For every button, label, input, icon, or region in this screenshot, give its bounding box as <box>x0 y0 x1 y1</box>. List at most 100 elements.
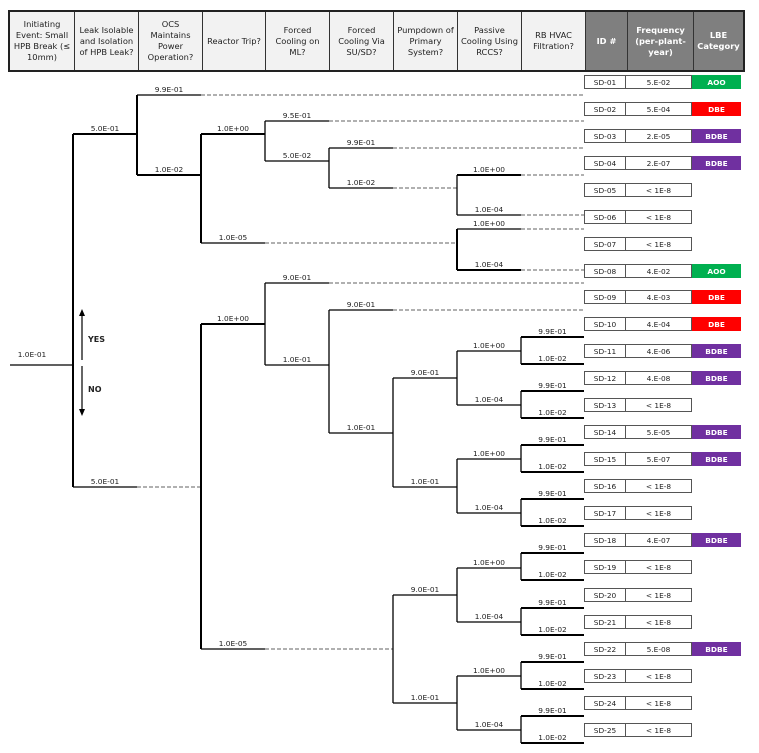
lbe-category-badge: DBE <box>692 102 741 116</box>
sequence-frequency: < 1E-8 <box>626 588 692 602</box>
header-column: Passive Cooling Using RCCS? <box>458 12 522 70</box>
lbe-category-badge: BDBE <box>692 371 741 385</box>
sequence-frequency: < 1E-8 <box>626 615 692 629</box>
header-column: Pumpdown of Primary System? <box>394 12 458 70</box>
sequence-id: SD-02 <box>584 102 626 116</box>
sequence-frequency: < 1E-8 <box>626 560 692 574</box>
branch-probability: 1.0E-02 <box>538 462 567 471</box>
header-column: Frequency (per-plant-year) <box>628 12 694 70</box>
sequence-id: SD-17 <box>584 506 626 520</box>
header-column: RB HVAC Filtration? <box>522 12 586 70</box>
sequence-id: SD-14 <box>584 425 626 439</box>
branch-probability: 1.0E-02 <box>155 165 184 174</box>
arrow-down-icon <box>79 409 85 416</box>
branch-probability: 1.0E-04 <box>475 205 504 214</box>
branch-probability: 1.0E-04 <box>475 612 504 621</box>
lbe-category-badge: BDBE <box>692 156 741 170</box>
header-column: OCS Maintains Power Operation? <box>139 12 203 70</box>
branch-probability: 9.5E-01 <box>283 111 312 120</box>
branch-probability: 1.0E-05 <box>219 233 248 242</box>
sequence-id: SD-10 <box>584 317 626 331</box>
branch-probability: 5.0E-01 <box>91 124 120 133</box>
event-tree-header: Initiating Event: Small HPB Break (≤ 10m… <box>8 10 745 72</box>
sequence-frequency: 4.E-04 <box>626 317 692 331</box>
branch-probability: 1.0E-01 <box>283 355 312 364</box>
sequence-id: SD-18 <box>584 533 626 547</box>
sequence-id: SD-01 <box>584 75 626 89</box>
sequence-id: SD-22 <box>584 642 626 656</box>
sequence-frequency: < 1E-8 <box>626 479 692 493</box>
branch-probability: 9.0E-01 <box>283 273 312 282</box>
lbe-category-badge: DBE <box>692 290 741 304</box>
header-column: Forced Cooling Via SU/SD? <box>330 12 394 70</box>
branch-probability: 9.9E-01 <box>538 435 567 444</box>
header-column: Reactor Trip? <box>203 12 266 70</box>
sequence-frequency: 2.E-05 <box>626 129 692 143</box>
branch-probability: 9.9E-01 <box>538 598 567 607</box>
branch-probability: 1.0E-01 <box>411 477 440 486</box>
header-column: ID # <box>586 12 628 70</box>
sequence-row: SD-23< 1E-8 <box>584 669 692 683</box>
branch-probability: 9.0E-01 <box>411 585 440 594</box>
lbe-category-badge: AOO <box>692 75 741 89</box>
lbe-category-badge: BDBE <box>692 425 741 439</box>
branch-probability: 1.0E+00 <box>473 219 505 228</box>
header-column: LBE Category <box>694 12 743 70</box>
sequence-id: SD-04 <box>584 156 626 170</box>
branch-probability: 1.0E-04 <box>475 503 504 512</box>
branch-probability: 1.0E-02 <box>538 733 567 742</box>
initiating-frequency: 1.0E-01 <box>18 350 47 359</box>
arrow-up-icon <box>79 309 85 316</box>
branch-probability: 9.9E-01 <box>155 85 184 94</box>
branch-probability: 1.0E-01 <box>347 423 376 432</box>
yes-label: YES <box>87 335 105 344</box>
no-label: NO <box>88 385 102 394</box>
branch-probability: 1.0E-02 <box>538 516 567 525</box>
sequence-row: SD-16< 1E-8 <box>584 479 692 493</box>
sequence-frequency: 5.E-07 <box>626 452 692 466</box>
sequence-frequency: < 1E-8 <box>626 506 692 520</box>
branch-probability: 9.9E-01 <box>538 543 567 552</box>
sequence-id: SD-03 <box>584 129 626 143</box>
sequence-frequency: 4.E-06 <box>626 344 692 358</box>
sequence-frequency: 2.E-07 <box>626 156 692 170</box>
sequence-id: SD-06 <box>584 210 626 224</box>
branch-probability: 9.0E-01 <box>411 368 440 377</box>
branch-probability: 5.0E-01 <box>91 477 120 486</box>
branch-probability: 9.0E-01 <box>347 300 376 309</box>
sequence-frequency: 5.E-08 <box>626 642 692 656</box>
sequence-id: SD-20 <box>584 588 626 602</box>
sequence-id: SD-16 <box>584 479 626 493</box>
branch-probability: 9.9E-01 <box>538 327 567 336</box>
sequence-frequency: 5.E-02 <box>626 75 692 89</box>
sequence-id: SD-15 <box>584 452 626 466</box>
sequence-id: SD-08 <box>584 264 626 278</box>
branch-probability: 1.0E+00 <box>473 341 505 350</box>
branch-probability: 1.0E+00 <box>217 124 249 133</box>
sequence-row: SD-25< 1E-8 <box>584 723 692 737</box>
lbe-category-badge: BDBE <box>692 642 741 656</box>
header-column: Leak Isolable and Isolation of HPB Leak? <box>75 12 139 70</box>
sequence-row: SD-19< 1E-8 <box>584 560 692 574</box>
sequence-frequency: < 1E-8 <box>626 723 692 737</box>
lbe-category-badge: BDBE <box>692 452 741 466</box>
sequence-row: SD-24< 1E-8 <box>584 696 692 710</box>
sequence-frequency: < 1E-8 <box>626 183 692 197</box>
sequence-row: SD-05< 1E-8 <box>584 183 692 197</box>
branch-probability: 1.0E+00 <box>473 165 505 174</box>
branch-probability: 1.0E-02 <box>538 354 567 363</box>
sequence-row: SD-17< 1E-8 <box>584 506 692 520</box>
branch-probability: 9.9E-01 <box>538 706 567 715</box>
sequence-id: SD-05 <box>584 183 626 197</box>
branch-probability: 1.0E-04 <box>475 260 504 269</box>
